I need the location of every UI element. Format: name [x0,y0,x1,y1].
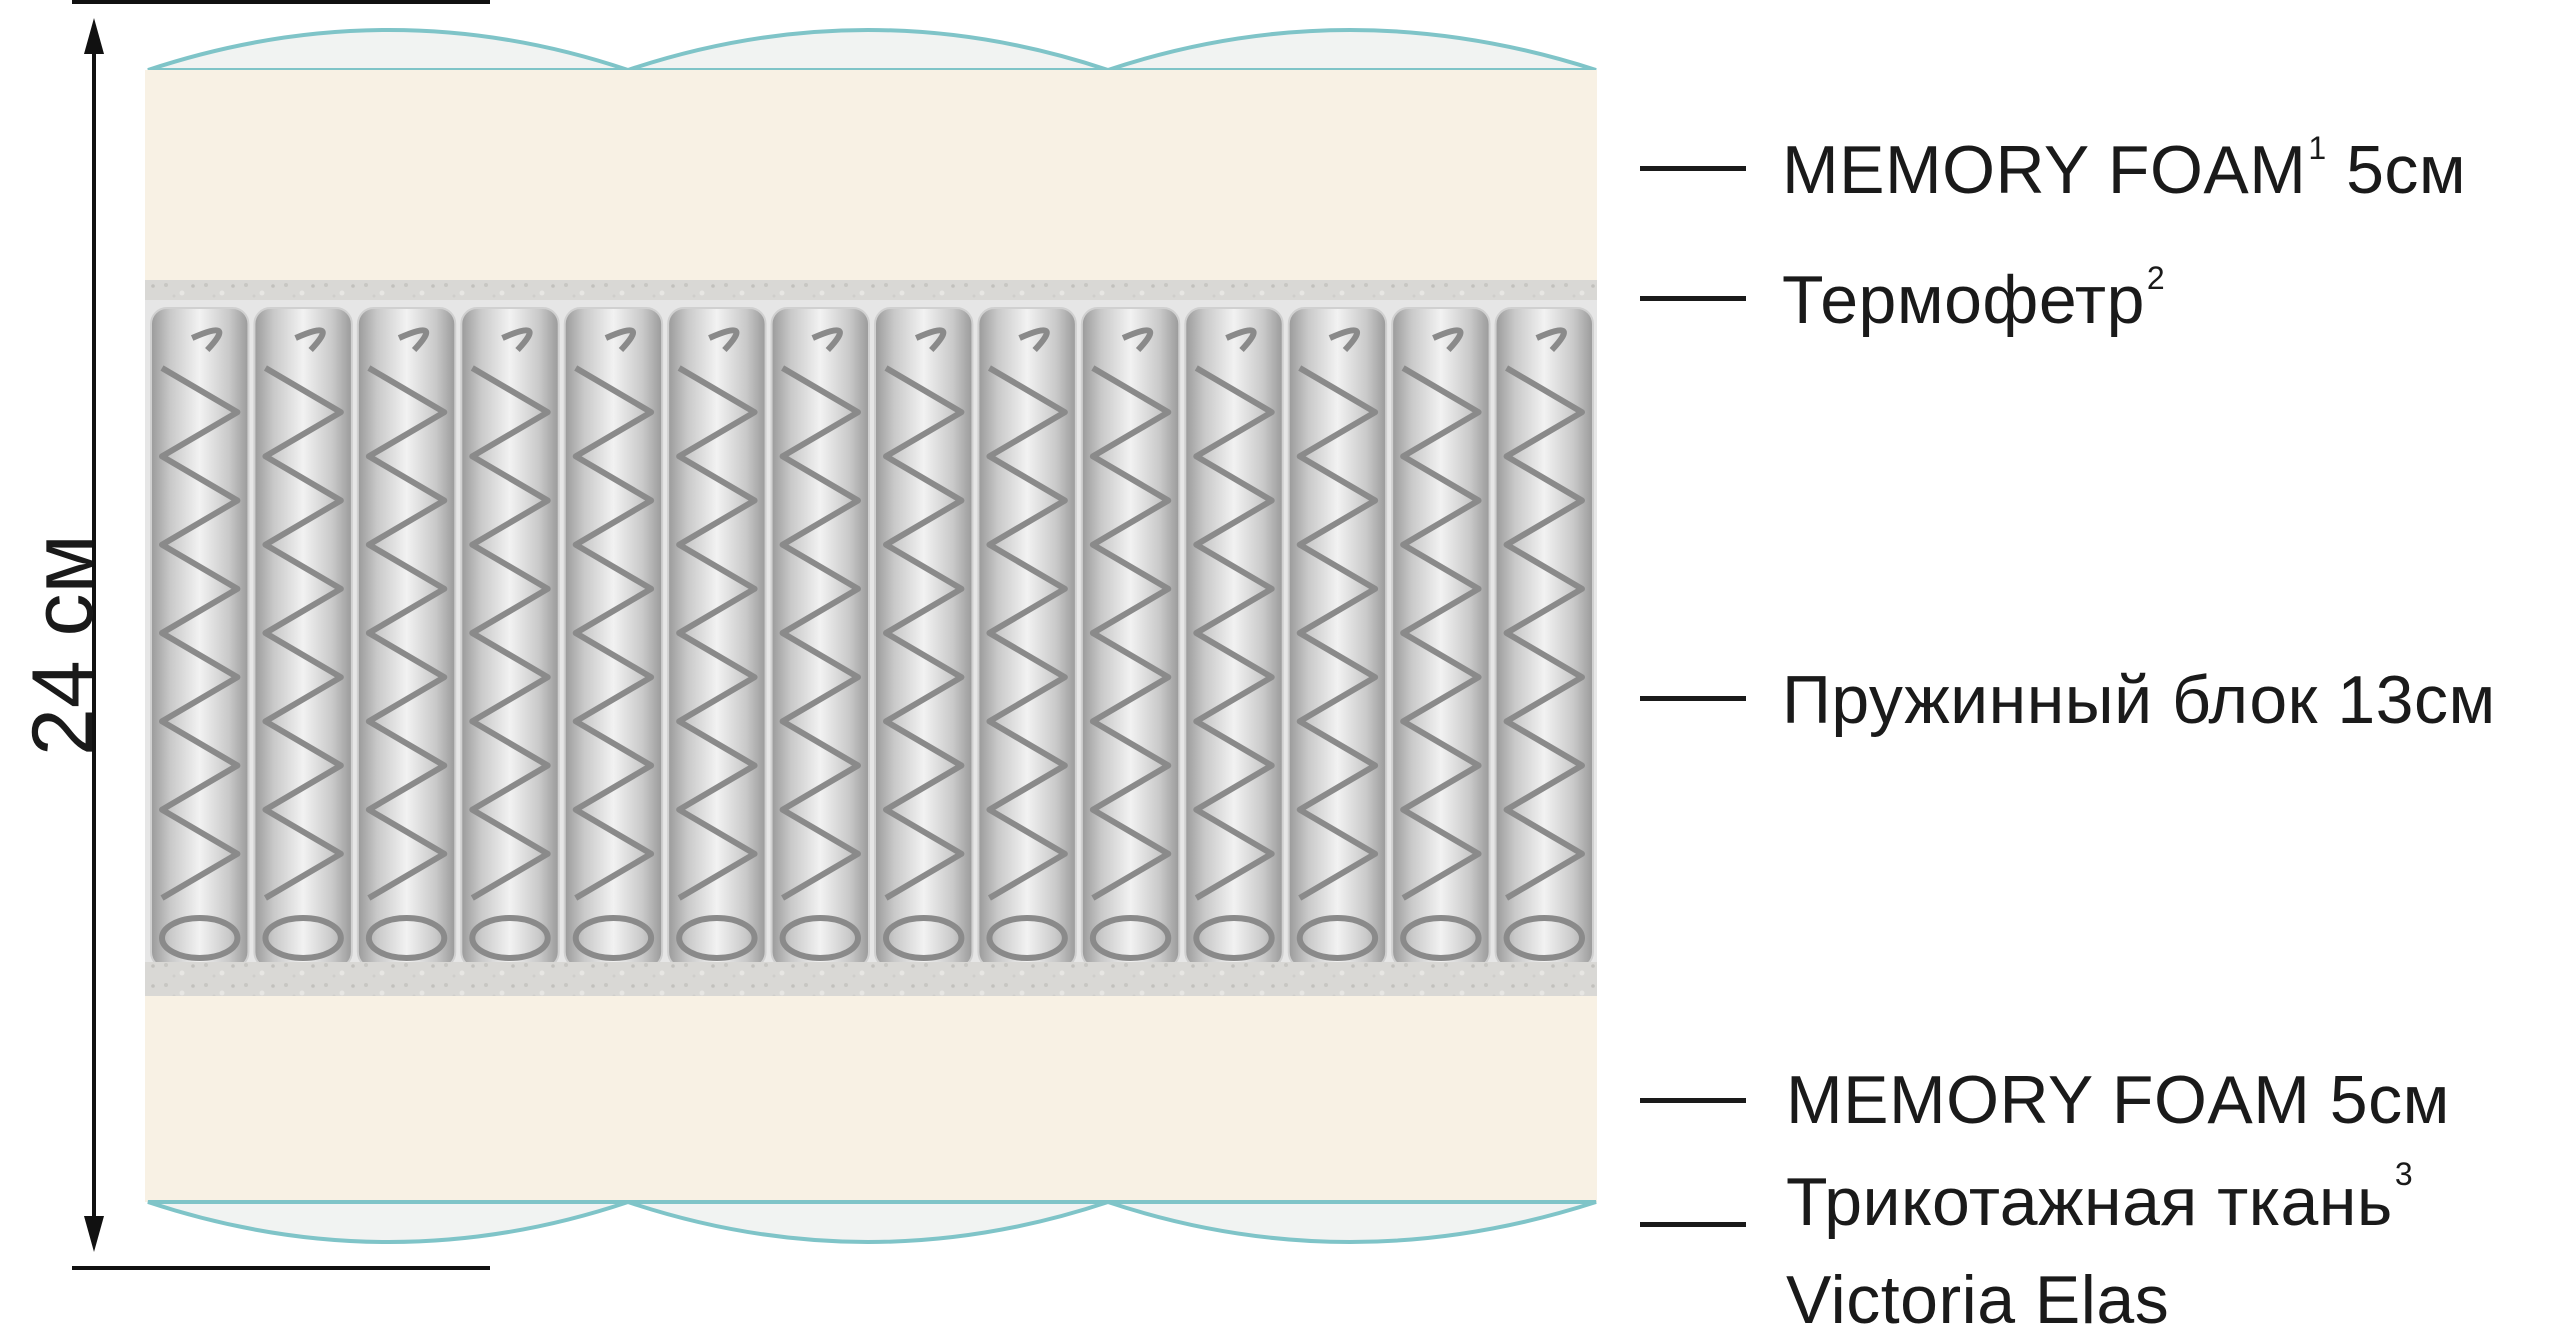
label-fabric: Трикотажная ткань3 [1786,1156,2414,1240]
quilt-bottom-hump [1107,1200,1597,1244]
spring-coil [883,327,965,901]
callout-tick [1640,166,1746,171]
quilt-top-hump [147,28,629,72]
spring-coil [676,327,758,901]
quilt-bottom-hump [627,1200,1109,1244]
memory-foam-bottom-layer [145,996,1597,1202]
spring-coil [1193,327,1275,901]
spring-coil [1089,327,1172,901]
spring-coil-base [159,915,241,961]
quilt-bottom [147,1200,1597,1244]
spring-coil-base [1296,915,1379,961]
label-memory-foam-top: MEMORY FOAM1 5см [1782,130,2467,208]
height-dimension [72,0,490,1270]
callout-tick [1640,1098,1746,1103]
spring-coil-base [986,915,1068,961]
callout-tick [1640,296,1746,301]
spring-coil [159,327,241,901]
spring-coil [365,327,448,901]
spring-coil-base [883,915,965,961]
spring-coil-base [469,915,551,961]
dimension-arrow-up [84,18,104,54]
spring-coil-base [262,915,344,961]
spring-coil-base [1193,915,1275,961]
callout-tick [1640,1222,1746,1227]
spring-coil-base [572,915,655,961]
quilt-bottom-hump [147,1200,629,1244]
spring-coil-base [779,915,861,961]
quilt-top-hump [1107,28,1597,72]
label-memory-foam-bottom: MEMORY FOAM 5см [1786,1062,2450,1138]
callout-tick [1640,696,1746,701]
dimension-arrow-down [84,1216,104,1252]
thermofelt-bottom-layer [145,962,1597,996]
spring-coil-base [676,915,758,961]
spring-coil [1503,327,1585,901]
spring-coil [469,327,551,901]
spring-coil-base [1400,915,1482,961]
spring-coil [986,327,1068,901]
spring-coil [1296,327,1379,901]
spring-pockets [150,307,1594,969]
spring-coil [779,327,861,901]
label-thermofelt: Термофетр2 [1782,260,2166,338]
spring-coil [1400,327,1482,901]
spring-coil-base [1503,915,1586,961]
total-height-label: 24 см [15,534,111,756]
quilt-top-hump [627,28,1109,72]
label-spring-block: Пружинный блок 13см [1782,662,2496,738]
label-fabric-name: Victoria Elas [1786,1262,2170,1338]
quilt-top [147,28,1597,72]
spring-coil-base [1089,915,1172,961]
spring-coil [572,327,655,901]
spring-coil-base [365,915,448,961]
memory-foam-top-layer [145,70,1597,280]
spring-coil [262,327,344,901]
